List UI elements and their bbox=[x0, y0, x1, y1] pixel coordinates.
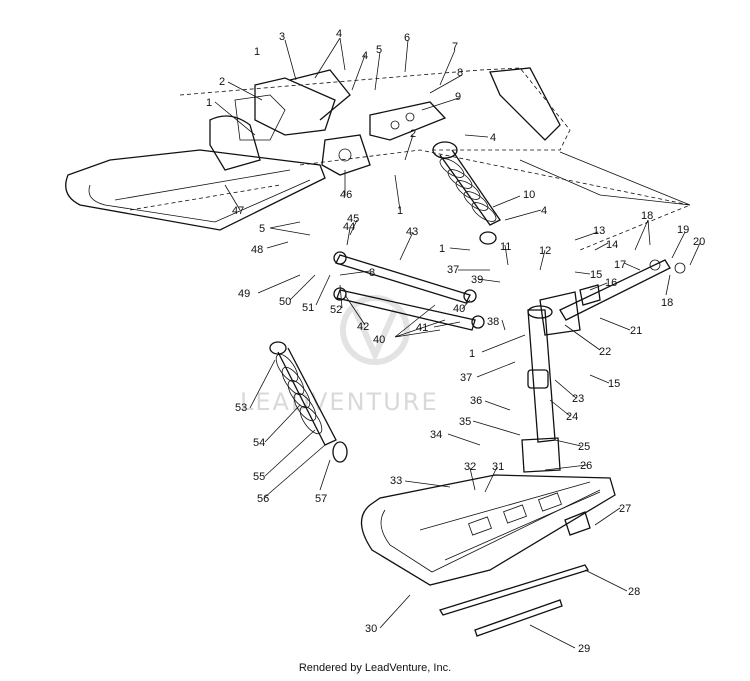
callout-4: 4 bbox=[336, 28, 342, 40]
callout-48: 48 bbox=[251, 244, 263, 256]
callout-30: 30 bbox=[365, 623, 377, 635]
callout-33: 33 bbox=[390, 475, 402, 487]
callout-5: 5 bbox=[259, 223, 265, 235]
callout-8: 8 bbox=[369, 267, 375, 279]
callout-57: 57 bbox=[315, 493, 327, 505]
callout-4: 4 bbox=[490, 132, 496, 144]
callout-15: 15 bbox=[608, 378, 620, 390]
footer-credit: Rendered by LeadVenture, Inc. bbox=[298, 662, 452, 674]
callout-11: 11 bbox=[500, 241, 511, 253]
spindle bbox=[521, 305, 561, 473]
callout-4: 4 bbox=[362, 50, 368, 62]
callout-1: 1 bbox=[397, 205, 403, 217]
callout-2: 2 bbox=[219, 76, 225, 88]
callout-36: 36 bbox=[470, 395, 482, 407]
callout-38: 38 bbox=[487, 316, 499, 328]
callout-54: 54 bbox=[253, 437, 265, 449]
callout-34: 34 bbox=[430, 429, 442, 441]
callout-49: 49 bbox=[238, 288, 250, 300]
leader-lines bbox=[214, 37, 701, 649]
callout-10: 10 bbox=[523, 189, 535, 201]
callout-3: 3 bbox=[279, 31, 285, 43]
callout-20: 20 bbox=[693, 236, 705, 248]
callout-29: 29 bbox=[578, 643, 590, 655]
front-ski bbox=[360, 474, 616, 637]
callout-2: 2 bbox=[410, 128, 416, 140]
chassis-drawing bbox=[65, 67, 692, 251]
callout-1: 1 bbox=[439, 243, 445, 255]
callout-28: 28 bbox=[628, 586, 640, 598]
callout-16: 16 bbox=[605, 277, 617, 289]
callout-31: 31 bbox=[492, 461, 504, 473]
callout-27: 27 bbox=[619, 503, 631, 515]
callout-15: 15 bbox=[590, 269, 602, 281]
callout-17: 17 bbox=[614, 259, 626, 271]
callout-1: 1 bbox=[206, 97, 212, 109]
callout-18: 18 bbox=[641, 210, 653, 222]
callout-41: 41 bbox=[416, 322, 428, 334]
front-shock-upper bbox=[432, 141, 501, 245]
callout-23: 23 bbox=[572, 393, 584, 405]
callout-40: 40 bbox=[373, 334, 385, 346]
watermark-text: LEADVENTURE bbox=[240, 388, 439, 416]
callout-19: 19 bbox=[677, 224, 689, 236]
callout-47: 47 bbox=[232, 205, 244, 217]
callout-40: 40 bbox=[453, 303, 465, 315]
callout-56: 56 bbox=[257, 493, 269, 505]
callout-55: 55 bbox=[253, 471, 265, 483]
callout-46: 46 bbox=[340, 189, 352, 201]
callout-43: 43 bbox=[406, 226, 418, 238]
callout-52: 52 bbox=[330, 304, 342, 316]
watermark: LEADVENTURE bbox=[240, 295, 439, 416]
callout-37: 37 bbox=[447, 264, 459, 276]
callout-53: 53 bbox=[235, 402, 247, 414]
callout-45: 45 bbox=[347, 213, 359, 225]
callout-26: 26 bbox=[580, 460, 592, 472]
callout-32: 32 bbox=[464, 461, 476, 473]
callout-1: 1 bbox=[469, 348, 475, 360]
callout-1: 1 bbox=[254, 46, 260, 58]
callout-22: 22 bbox=[599, 346, 611, 358]
callout-7: 7 bbox=[452, 41, 458, 53]
callout-8: 8 bbox=[457, 67, 463, 79]
callout-9: 9 bbox=[455, 91, 461, 103]
radius-rods bbox=[333, 251, 485, 331]
callout-5: 5 bbox=[376, 44, 382, 56]
callout-4: 4 bbox=[541, 205, 547, 217]
callout-labels: 1 1 2 3 4 4 5 6 7 8 9 2 4 1 46 47 10 4 1… bbox=[206, 28, 705, 655]
callout-13: 13 bbox=[593, 225, 605, 237]
callout-6: 6 bbox=[404, 32, 410, 44]
callout-42: 42 bbox=[357, 321, 369, 333]
callout-12: 12 bbox=[539, 245, 551, 257]
callout-14: 14 bbox=[606, 239, 618, 251]
callout-50: 50 bbox=[279, 296, 291, 308]
callout-37: 37 bbox=[460, 372, 472, 384]
callout-24: 24 bbox=[566, 411, 578, 423]
callout-21: 21 bbox=[630, 325, 642, 337]
callout-44: 44 bbox=[343, 221, 355, 233]
callout-51: 51 bbox=[302, 302, 314, 314]
tie-rod-assembly bbox=[539, 259, 686, 336]
callout-39: 39 bbox=[471, 274, 483, 286]
callout-25: 25 bbox=[578, 441, 590, 453]
callout-18: 18 bbox=[661, 297, 673, 309]
front-shock-lower bbox=[269, 341, 348, 463]
callout-35: 35 bbox=[459, 416, 471, 428]
